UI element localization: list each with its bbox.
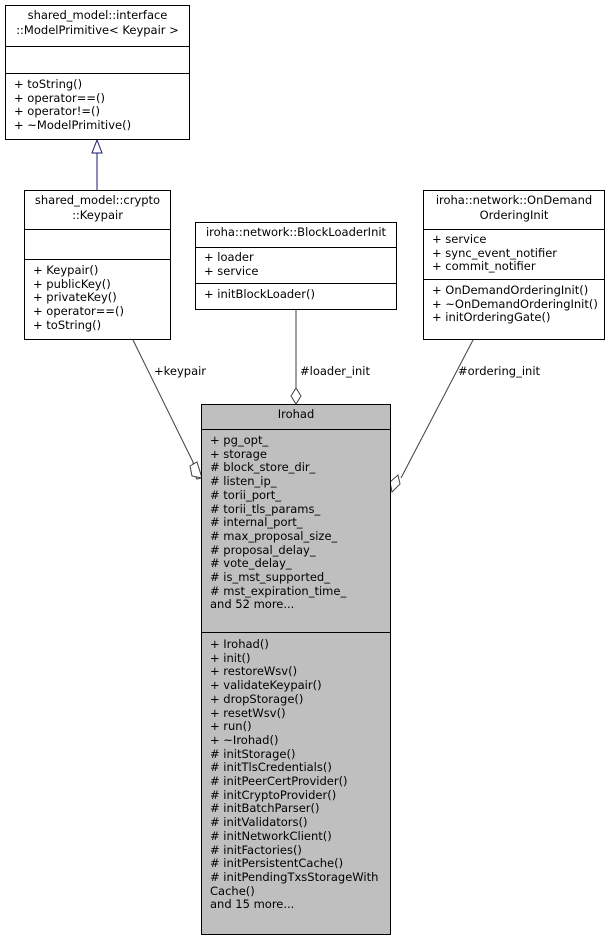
attribute: + storage: [210, 446, 267, 461]
method: # initStorage(): [210, 746, 296, 761]
attribute: + service: [432, 232, 487, 246]
attribute: # listen_ip_: [210, 474, 277, 489]
method: + restoreWsv(): [210, 664, 298, 679]
class-title: iroha::network::OnDemand OrderingInit: [424, 191, 604, 229]
title-line: shared_model::interface: [27, 8, 168, 22]
methods-section: + Keypair() + publicKey() + privateKey()…: [25, 259, 170, 335]
method: + run(): [210, 719, 252, 734]
attribute: # vote_delay_: [210, 556, 292, 571]
attribute: + loader: [204, 250, 254, 264]
class-irohad: Irohad + pg_opt_ + storage # block_store…: [201, 404, 391, 935]
method: # initBatchParser(): [210, 801, 320, 816]
ordering-init-edge-label: #ordering_init: [458, 364, 541, 378]
class-on-demand-ordering-init: iroha::network::OnDemand OrderingInit + …: [423, 190, 605, 340]
class-title: Irohad: [202, 405, 390, 429]
title-line: iroha::network::OnDemand: [435, 193, 593, 207]
class-block-loader-init: iroha::network::BlockLoaderInit + loader…: [195, 222, 397, 310]
method: and 15 more...: [210, 897, 295, 912]
attribute: + commit_notifier: [432, 259, 536, 274]
ordering-init-composition-edge: [400, 339, 474, 479]
method: + ~OnDemandOrderingInit(): [432, 296, 598, 311]
keypair-diamond: [189, 461, 203, 479]
method: + initOrderingGate(): [432, 310, 551, 325]
methods-section: + initBlockLoader(): [196, 283, 396, 304]
method: + ~Irohad(): [210, 732, 279, 747]
methods-section: + Irohad() + init() + restoreWsv() + val…: [202, 632, 390, 914]
method: + initBlockLoader(): [204, 287, 315, 301]
loader-init-edge-label: #loader_init: [300, 364, 370, 378]
attribute: # block_store_dir_: [210, 460, 316, 475]
method: # initFactories(): [210, 842, 302, 857]
method: + init(): [210, 650, 251, 665]
class-title: iroha::network::BlockLoaderInit: [196, 223, 396, 247]
attribute: # internal_port_: [210, 515, 303, 530]
attributes-section: [25, 229, 170, 259]
attribute: + service: [204, 263, 259, 278]
title-line: shared_model::crypto: [34, 193, 161, 207]
method: Cache(): [210, 883, 255, 898]
title-line: ::Keypair: [72, 208, 123, 222]
method: + OnDemandOrderingInit(): [432, 283, 589, 297]
class-model-primitive: shared_model::interface ::ModelPrimitive…: [5, 5, 190, 140]
method: # initNetworkClient(): [210, 828, 332, 843]
attribute: and 52 more...: [210, 597, 295, 612]
method: + operator==(): [14, 90, 105, 105]
method: + privateKey(): [33, 290, 117, 305]
title-line: ::ModelPrimitive< Keypair >: [16, 23, 179, 37]
method: # initValidators(): [210, 815, 308, 830]
methods-section: + toString() + operator==() + operator!=…: [6, 73, 189, 135]
method: + toString(): [33, 317, 102, 332]
method: # initPeerCertProvider(): [210, 774, 348, 789]
attributes-section: [6, 46, 189, 73]
method: + dropStorage(): [210, 691, 304, 706]
method: + operator!=(): [14, 104, 100, 119]
method: # initCryptoProvider(): [210, 787, 337, 802]
keypair-composition-edge: [132, 339, 194, 463]
method: + Keypair(): [33, 263, 99, 277]
title-line: Irohad: [277, 407, 315, 421]
attribute: # mst_expiration_time_: [210, 583, 347, 598]
attribute: + pg_opt_: [210, 433, 269, 447]
method: # initPendingTxsStorageWith: [210, 869, 379, 884]
method: # initPersistentCache(): [210, 856, 344, 871]
method: + ~ModelPrimitive(): [14, 118, 132, 133]
method: + validateKeypair(): [210, 678, 322, 693]
attributes-section: + service + sync_event_notifier + commit…: [424, 229, 604, 279]
attribute: # proposal_delay_: [210, 542, 316, 557]
attribute: # torii_port_: [210, 487, 282, 502]
methods-section: + OnDemandOrderingInit() + ~OnDemandOrde…: [424, 279, 604, 327]
keypair-edge-label: +keypair: [154, 364, 207, 378]
title-line: OrderingInit: [479, 208, 549, 222]
inheritance-arrowhead: [91, 138, 103, 154]
attribute: + sync_event_notifier: [432, 245, 558, 260]
attribute: # max_proposal_size_: [210, 528, 338, 543]
attributes-section: + pg_opt_ + storage # block_store_dir_ #…: [202, 429, 390, 632]
class-title: shared_model::crypto ::Keypair: [25, 191, 170, 229]
class-title: shared_model::interface ::ModelPrimitive…: [6, 6, 189, 46]
method: + resetWsv(): [210, 705, 286, 720]
attributes-section: + loader + service: [196, 247, 396, 283]
method: # initTlsCredentials(): [210, 760, 332, 775]
method: + publicKey(): [33, 276, 111, 291]
class-keypair: shared_model::crypto ::Keypair + Keypair…: [24, 190, 171, 340]
attribute: # is_mst_supported_: [210, 570, 330, 585]
title-line: iroha::network::BlockLoaderInit: [205, 225, 387, 239]
method: + operator==(): [33, 304, 124, 319]
attribute: # torii_tls_params_: [210, 501, 321, 516]
method: + Irohad(): [210, 637, 269, 651]
method: + toString(): [14, 77, 83, 91]
